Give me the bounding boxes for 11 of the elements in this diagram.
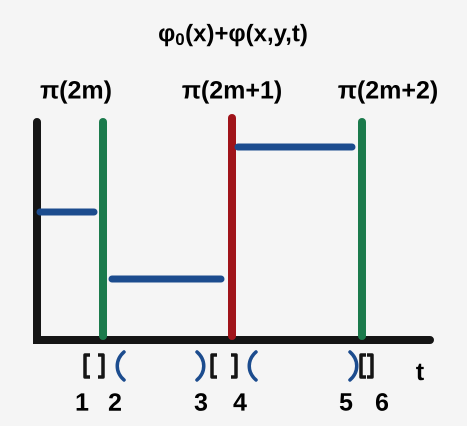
interval-number: 3 [194, 393, 208, 411]
line-label: π(2m+1) [182, 80, 281, 104]
interval-number: 1 [76, 393, 88, 411]
formula-title: φ$_{0}$(x)+φ(x,y,t) [159, 24, 307, 46]
line-label: π(2m+2) [338, 80, 437, 104]
interval-number: 6 [376, 393, 388, 411]
interval-number: 2 [108, 393, 121, 411]
interval-number: 5 [340, 393, 352, 411]
interval-number: 4 [233, 393, 247, 411]
axis-label: t [416, 364, 424, 380]
line-label: π(2m) [40, 80, 111, 104]
